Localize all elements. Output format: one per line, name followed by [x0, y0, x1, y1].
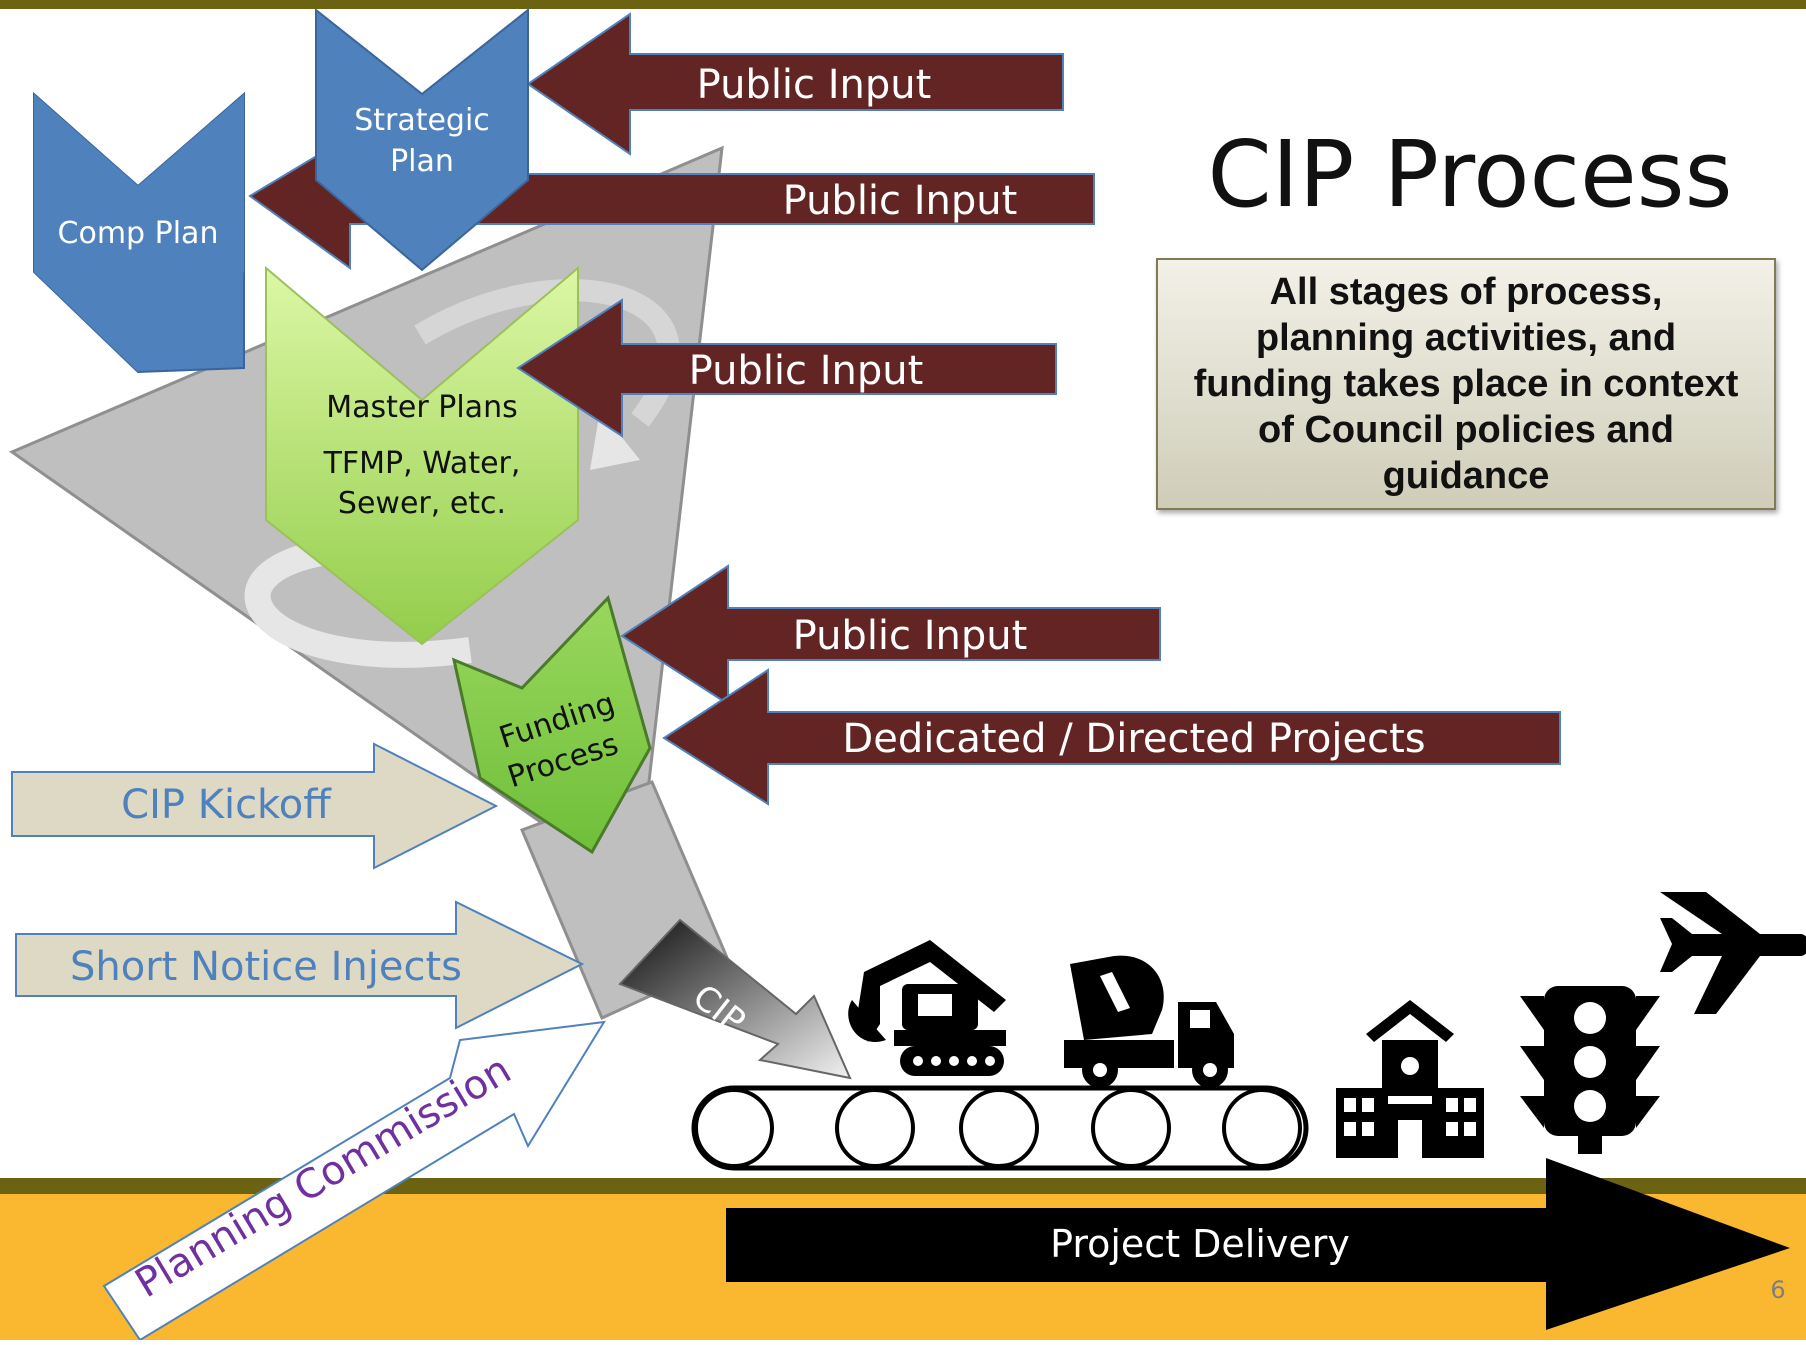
public-input-arrow-1: Public Input — [526, 12, 1064, 156]
bottom-olive-band — [0, 1178, 1806, 1194]
strategic-plan-chevron: Strategic Plan — [315, 7, 529, 272]
cement-truck-icon — [1064, 955, 1234, 1088]
summary-text: All stages of process, planning activiti… — [1193, 271, 1739, 497]
project-delivery-arrow: Project Delivery — [726, 1158, 1790, 1330]
svg-text:Master Plans: Master Plans — [326, 390, 517, 425]
cip-kickoff-arrow: CIP Kickoff — [11, 742, 499, 870]
cip-arrow: CIP — [618, 918, 852, 1080]
svg-text:CIP Kickoff: CIP Kickoff — [121, 782, 332, 828]
svg-text:Dedicated / Directed Projects: Dedicated / Directed Projects — [842, 716, 1425, 762]
svg-text:Strategic: Strategic — [354, 103, 490, 138]
svg-text:Sewer, etc.: Sewer, etc. — [338, 486, 506, 521]
svg-text:Public Input: Public Input — [689, 348, 924, 394]
airplane-icon — [1660, 892, 1806, 1014]
summary-box: All stages of process, planning activiti… — [1156, 258, 1776, 510]
svg-text:Comp Plan: Comp Plan — [58, 216, 219, 251]
comp-plan-chevron: Comp Plan — [33, 91, 245, 374]
short-notice-arrow: Short Notice Injects — [15, 900, 585, 1030]
public-input-arrow-3: Public Input — [516, 298, 1057, 438]
top-band — [0, 0, 1806, 9]
dedicated-projects-arrow: Dedicated / Directed Projects — [662, 668, 1561, 806]
svg-text:Public Input: Public Input — [697, 62, 932, 108]
svg-text:Public Input: Public Input — [783, 178, 1018, 224]
school-icon — [1336, 1000, 1484, 1158]
page-title: CIP Process — [1207, 121, 1733, 228]
svg-text:Plan: Plan — [390, 144, 454, 179]
svg-text:TFMP, Water,: TFMP, Water, — [323, 446, 521, 481]
funding-process-chevron: Funding Process — [451, 595, 652, 855]
master-plans-chevron: Master Plans TFMP, Water, Sewer, etc. — [265, 265, 579, 646]
svg-text:Public Input: Public Input — [793, 613, 1028, 659]
public-input-arrow-4: Public Input — [620, 564, 1161, 706]
conveyor-belt-icon — [691, 1085, 1309, 1171]
svg-text:Short Notice Injects: Short Notice Injects — [70, 944, 462, 990]
excavator-icon — [848, 940, 1006, 1076]
page-number: 6 — [1770, 1276, 1785, 1304]
svg-text:Project Delivery: Project Delivery — [1050, 1222, 1350, 1266]
traffic-light-icon — [1520, 986, 1660, 1154]
